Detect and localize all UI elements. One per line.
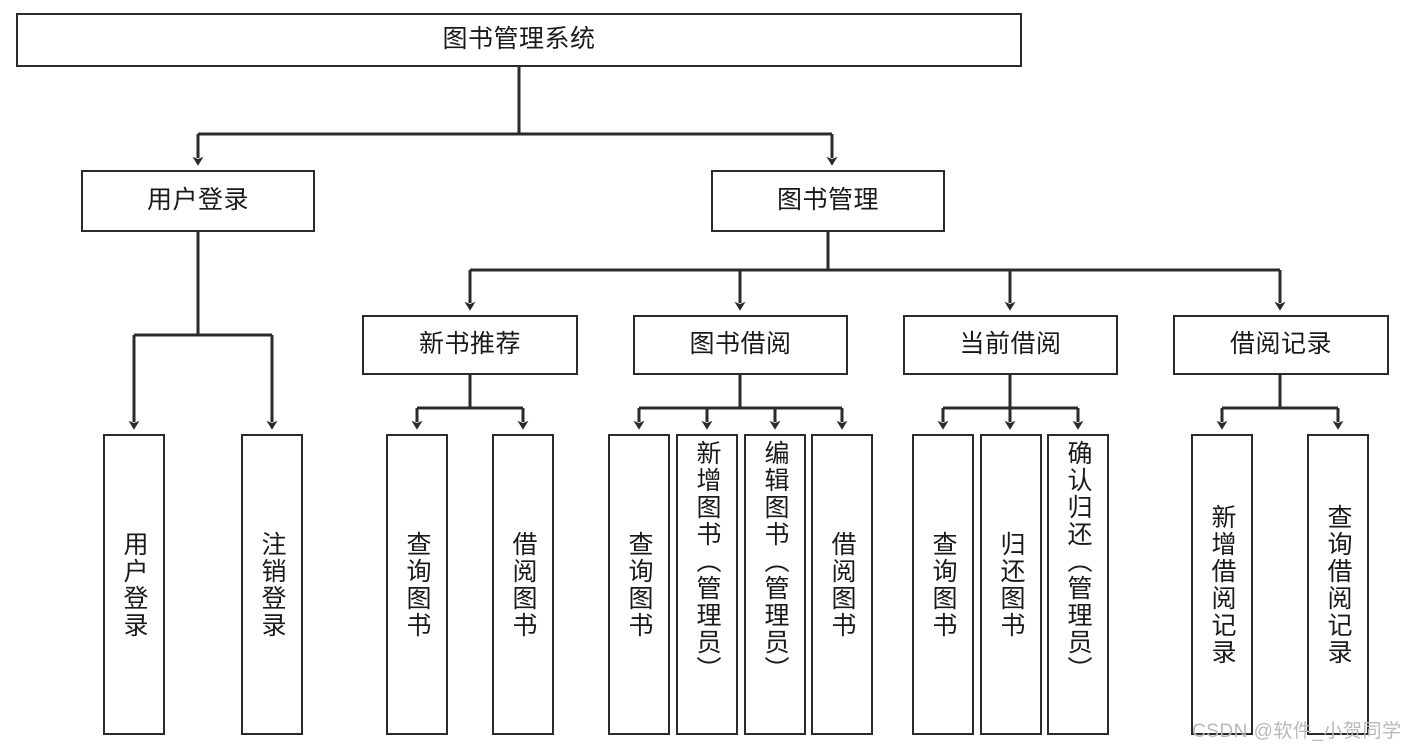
leaf-borrow-book-2[interactable]: 借阅图书 [811,434,873,735]
leaf-borrow-book-1-label: 借阅图书 [509,530,537,639]
leaf-logout-label: 注销登录 [258,530,286,639]
leaf-return-book[interactable]: 归还图书 [980,434,1042,735]
node-book-manage-label: 图书管理 [776,186,879,215]
leaf-add-borrow-record[interactable]: 新增借阅记录 [1191,434,1253,735]
leaf-edit-book-label: 编辑图书（管理员） [761,440,789,683]
watermark-csdn: CSDN @软件_小贺同学 [1192,721,1402,742]
leaf-add-book[interactable]: 新增图书（管理员） [676,434,738,735]
node-borrow-record[interactable]: 借阅记录 [1173,315,1389,375]
leaf-query-book-3[interactable]: 查询图书 [912,434,974,735]
leaf-edit-book[interactable]: 编辑图书（管理员） [744,434,806,735]
leaf-borrow-book-2-label: 借阅图书 [828,530,856,639]
leaf-borrow-book-1[interactable]: 借阅图书 [492,434,554,735]
node-new-book-recommend[interactable]: 新书推荐 [362,315,578,375]
leaf-query-book-2-label: 查询图书 [625,530,653,639]
leaf-query-book-2[interactable]: 查询图书 [608,434,670,735]
leaf-confirm-return[interactable]: 确认归还（管理员） [1047,434,1109,735]
leaf-return-book-label: 归还图书 [997,530,1025,639]
node-borrow-record-label: 借阅记录 [1229,330,1332,359]
node-current-borrow-label: 当前借阅 [959,330,1062,359]
leaf-query-borrow-record-label: 查询借阅记录 [1324,503,1352,666]
leaf-user-login-label: 用户登录 [120,530,148,639]
leaf-query-book-3-label: 查询图书 [929,530,957,639]
node-root[interactable]: 图书管理系统 [16,13,1022,67]
leaf-logout[interactable]: 注销登录 [241,434,303,735]
node-book-borrow-label: 图书借阅 [689,330,792,359]
leaf-query-book-1-label: 查询图书 [403,530,431,639]
node-root-label: 图书管理系统 [442,25,596,54]
leaf-query-borrow-record[interactable]: 查询借阅记录 [1307,434,1369,735]
leaf-add-borrow-record-label: 新增借阅记录 [1208,503,1236,666]
node-book-manage[interactable]: 图书管理 [711,170,945,232]
node-current-borrow[interactable]: 当前借阅 [903,315,1118,375]
node-user-login-label: 用户登录 [146,186,249,215]
leaf-add-book-label: 新增图书（管理员） [693,440,721,683]
leaf-user-login[interactable]: 用户登录 [103,434,165,735]
node-user-login[interactable]: 用户登录 [81,170,315,232]
leaf-confirm-return-label: 确认归还（管理员） [1064,440,1092,683]
leaf-query-book-1[interactable]: 查询图书 [386,434,448,735]
node-new-book-recommend-label: 新书推荐 [418,330,521,359]
node-book-borrow[interactable]: 图书借阅 [633,315,848,375]
